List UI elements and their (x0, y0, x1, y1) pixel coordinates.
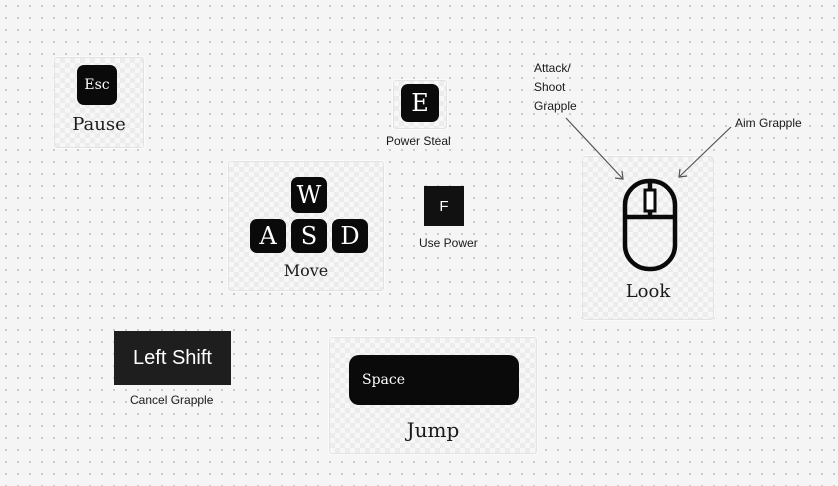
look-card: Look (582, 156, 714, 320)
aim-grapple-annotation: Aim Grapple (735, 116, 802, 130)
a-key: A (250, 219, 286, 253)
annotation-line-1: Attack/ (534, 61, 571, 75)
esc-key: Esc (77, 65, 117, 105)
cancel-grapple-label: Cancel Grapple (130, 393, 214, 407)
jump-label: Jump (406, 418, 460, 442)
attack-shoot-grapple-annotation: Attack/ Shoot Grapple (534, 59, 577, 116)
s-key: S (291, 219, 327, 253)
mouse-icon (622, 178, 678, 272)
space-key: Space (349, 355, 519, 405)
power-steal-label: Power Steal (386, 134, 451, 148)
look-label: Look (625, 281, 671, 302)
annotation-line-3: Grapple (534, 99, 577, 113)
pause-card: Esc Pause (54, 57, 144, 148)
w-key: W (291, 177, 327, 213)
jump-card: Space Jump (329, 337, 537, 454)
move-label: Move (283, 261, 329, 280)
use-power-label: Use Power (419, 236, 478, 250)
left-shift-key: Left Shift (114, 331, 231, 385)
power-steal-card: E (393, 80, 447, 129)
pause-label: Pause (72, 114, 126, 135)
d-key: D (332, 219, 368, 253)
move-card: W A S D Move (228, 161, 384, 291)
f-key: F (424, 186, 464, 226)
annotation-line-2: Shoot (534, 80, 566, 94)
e-key: E (401, 84, 439, 122)
